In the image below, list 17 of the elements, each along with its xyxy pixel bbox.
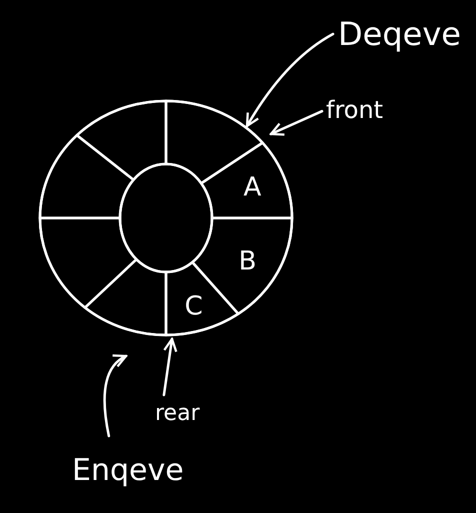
arrow (103, 354, 128, 438)
arrow (246, 32, 334, 128)
slot-letter: A (244, 172, 262, 203)
queue-slot (76, 100, 168, 182)
slot-letter: C (184, 291, 203, 322)
queue-slot (164, 260, 240, 336)
arrow (162, 338, 178, 396)
queue-slot (200, 142, 294, 220)
slot-letter: B (238, 246, 257, 276)
queue-slot (38, 216, 138, 309)
text-label: front (326, 98, 384, 122)
text-label: Enqeve (72, 456, 184, 486)
text-label: Deqeve (338, 18, 461, 50)
arrow (270, 110, 324, 136)
text-label: rear (155, 403, 200, 425)
queue-slot (84, 258, 168, 336)
queue-slot (38, 134, 135, 220)
